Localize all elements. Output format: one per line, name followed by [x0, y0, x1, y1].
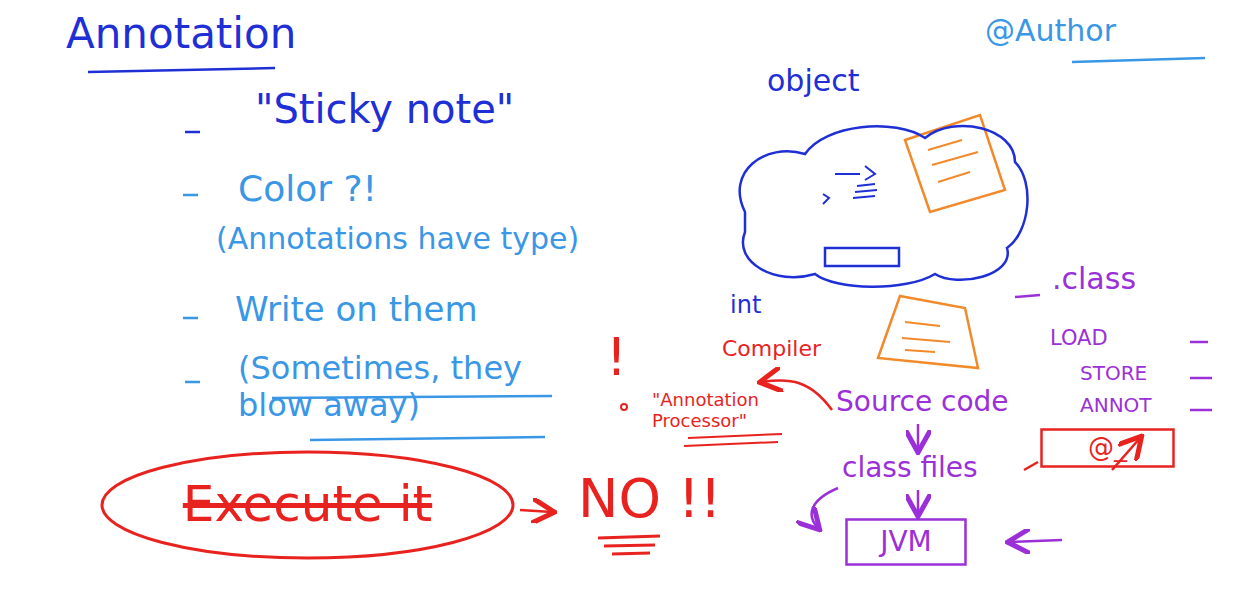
node-label: Execute it — [183, 476, 432, 534]
box-border — [1042, 430, 1174, 467]
sticky-note — [905, 115, 1005, 212]
compiler-note: Compiler — [722, 336, 821, 361]
bytecode-op: LOAD — [1050, 326, 1108, 350]
oval-border — [102, 452, 513, 558]
class-dashes — [1015, 295, 1212, 410]
exclamation: ! — [606, 328, 627, 388]
flow-step: Source code — [836, 386, 1009, 418]
list-item: "Sticky note" — [255, 86, 514, 132]
processor-underline — [684, 434, 782, 446]
author-underline — [1072, 58, 1205, 62]
annotation-box: @_ — [1040, 428, 1175, 468]
flow-step: class files — [842, 452, 978, 484]
list-item: Write on them — [235, 290, 478, 329]
bytecode-op: STORE — [1080, 362, 1147, 385]
no-underline — [598, 536, 660, 554]
sticky-note — [878, 296, 978, 368]
compiler-arrow — [762, 380, 832, 410]
node-label: object — [767, 64, 859, 99]
field-name: int — [730, 292, 761, 320]
author-tag: @Author — [985, 14, 1116, 49]
field-box — [825, 248, 899, 266]
bytecode-op: ANNOT — [1080, 394, 1152, 417]
title-underline — [88, 68, 275, 72]
file-name: .class — [1052, 262, 1136, 297]
list-note: (Annotations have type) — [216, 222, 579, 257]
field-scribbles — [823, 166, 877, 204]
no-note: NO !! — [578, 468, 721, 530]
processor-note: "Annotation Processor" — [652, 390, 782, 431]
node-label: JVM — [880, 526, 932, 558]
jvm-box: JVM — [845, 518, 967, 566]
list-note: (Sometimes, they blow away) — [238, 350, 568, 424]
box-border — [847, 520, 966, 565]
flow-arrows — [812, 424, 1062, 542]
node-label: @_ — [1088, 433, 1127, 463]
list-item: Color ?! — [238, 168, 377, 209]
execute-arrow — [520, 510, 552, 512]
crossed-oval: Execute it — [100, 450, 515, 560]
cloud-border — [740, 126, 1028, 287]
list-dashes — [183, 132, 200, 382]
red-dot — [621, 404, 627, 410]
object-cloud: object — [725, 62, 1030, 294]
title: Annotation — [66, 10, 296, 58]
